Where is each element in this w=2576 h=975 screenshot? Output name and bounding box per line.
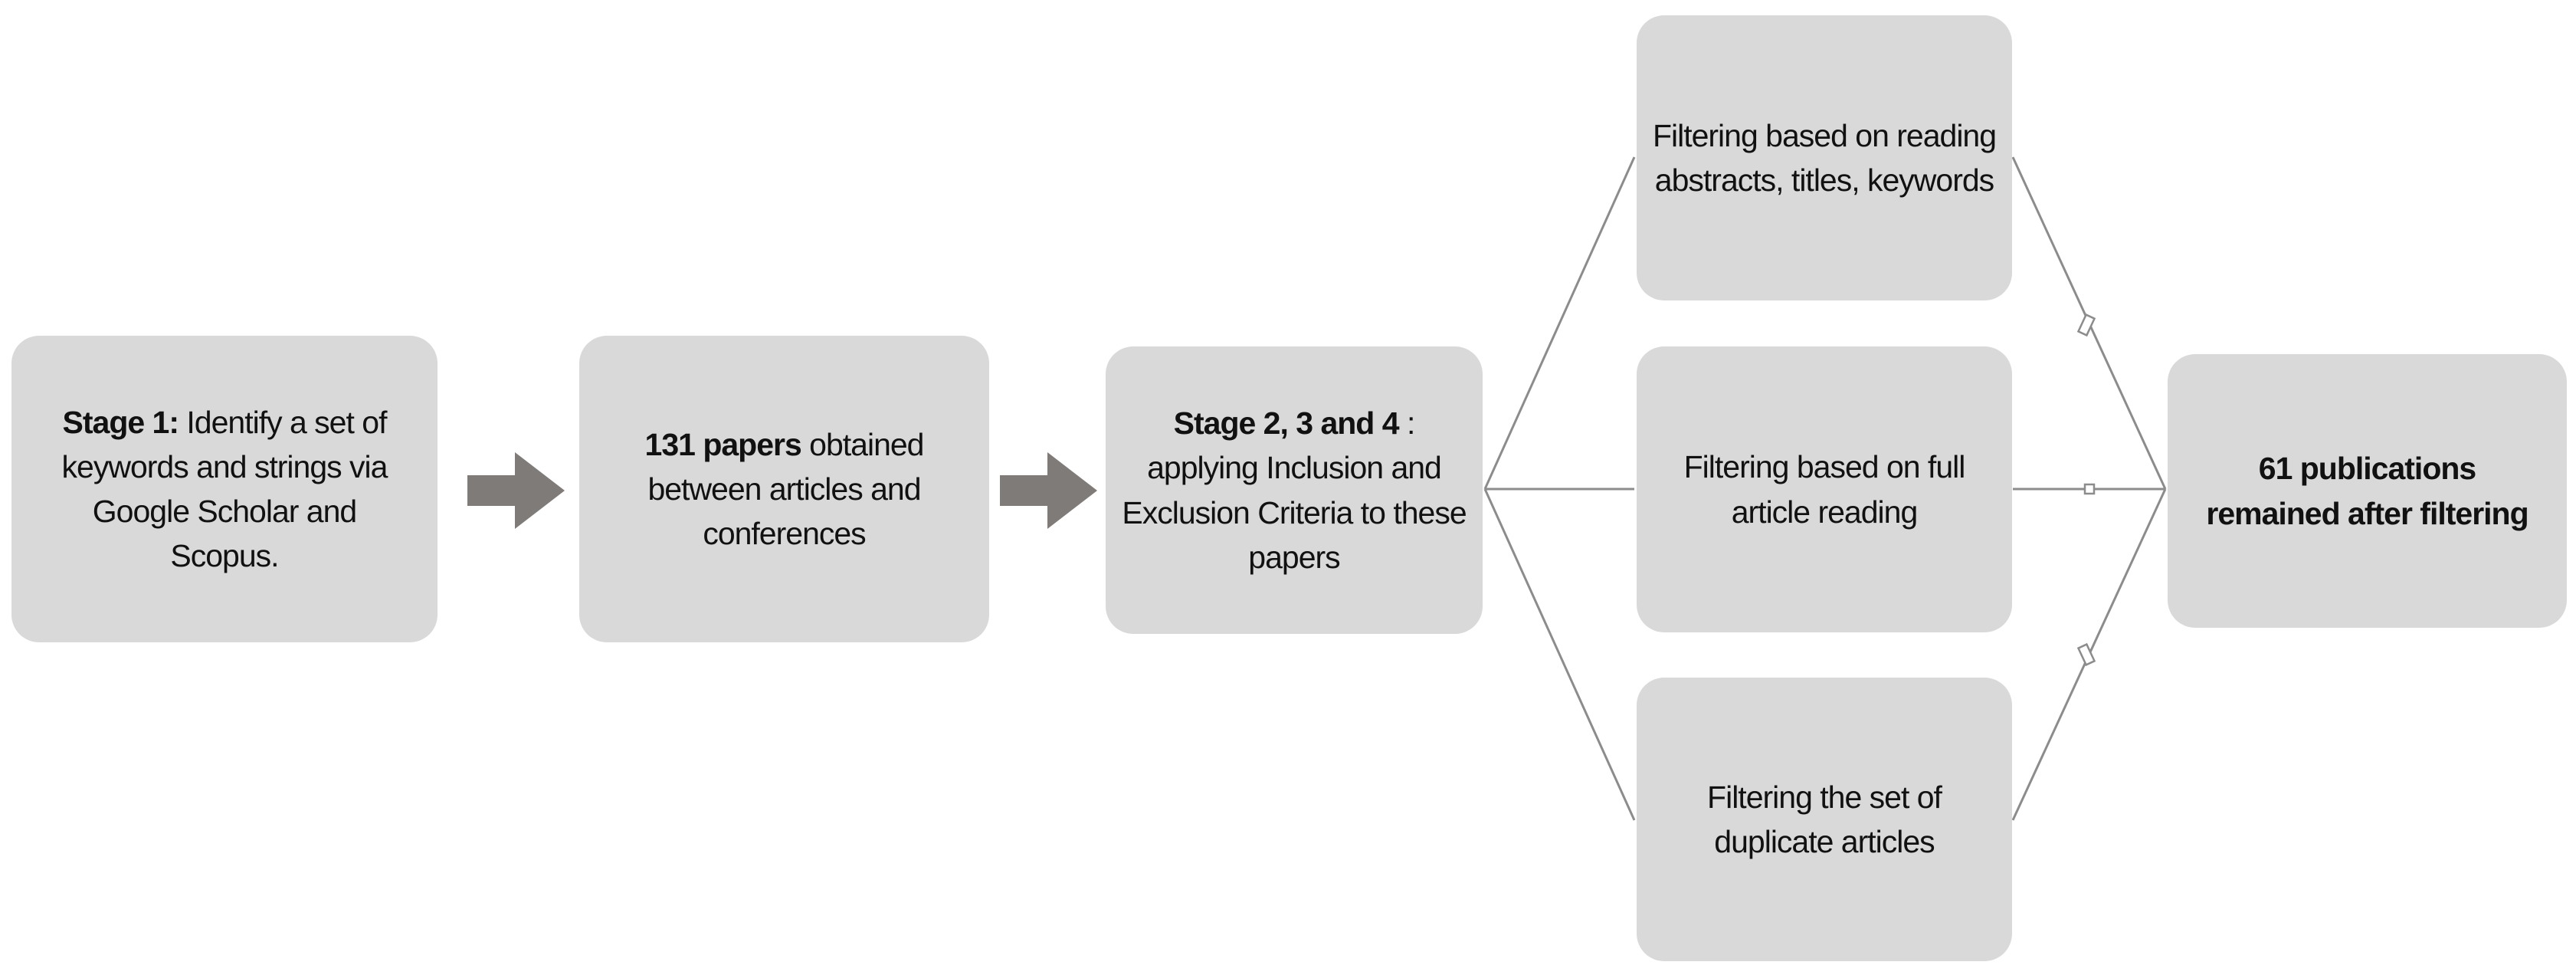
node-filter-duplicates: Filtering the set of duplicate articles	[1637, 678, 2012, 961]
node-papers-obtained: 131 papers obtained between articles and…	[579, 336, 989, 642]
result-line-1: 61 publications	[2258, 451, 2476, 487]
connector-handle-bottom	[2076, 642, 2096, 667]
connector-to-abstracts	[1483, 156, 1636, 490]
node-stage-1: Stage 1: Identify a set of keywords and …	[11, 336, 438, 642]
papers-count: 131 papers	[644, 426, 802, 462]
node-filter-full-reading: Filtering based on full article reading	[1637, 346, 2012, 632]
connector-handle-middle	[2083, 483, 2096, 495]
node-filter-abstracts: Filtering based on reading abstracts, ti…	[1637, 15, 2012, 300]
result-line-2: remained after filtering	[2206, 495, 2528, 531]
node-stage-2-3-4: Stage 2, 3 and 4 : applying Inclusion an…	[1106, 346, 1483, 634]
connector-to-duplicates	[1483, 488, 1636, 821]
arrow-stage1-to-papers	[467, 452, 565, 529]
stage-2-3-4-heading: Stage 2, 3 and 4	[1173, 405, 1400, 442]
connector-handle-top	[2076, 313, 2096, 337]
stage-1-heading: Stage 1:	[62, 404, 179, 440]
node-result: 61 publications remained after filtering	[2168, 354, 2567, 628]
arrow-papers-to-stage234	[1000, 452, 1097, 529]
